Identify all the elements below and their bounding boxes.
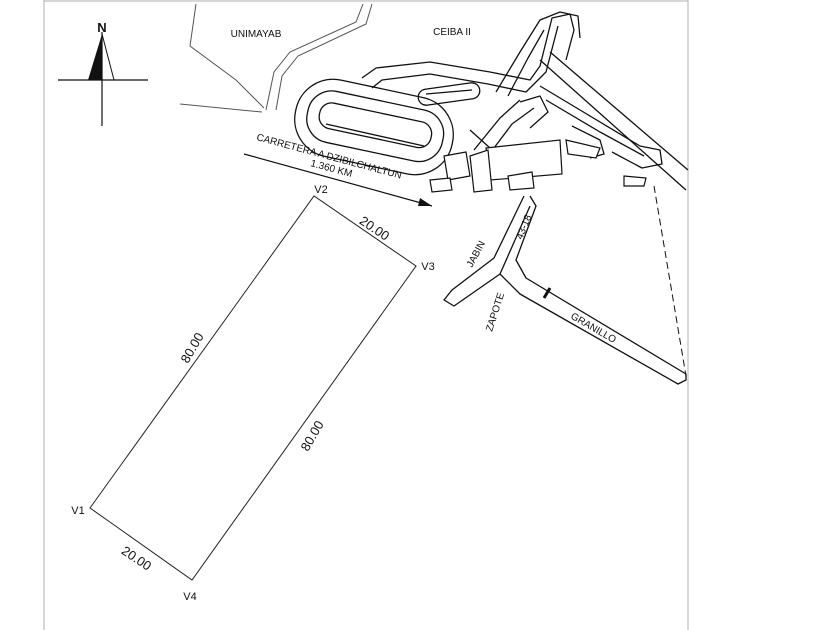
dimension-bottom: 20.00	[119, 543, 154, 574]
north-arrow-icon	[58, 32, 148, 126]
vertex-v3-label: V3	[421, 261, 434, 273]
vertex-v1-label: V1	[71, 505, 84, 517]
unimayab-parcel	[179, 3, 373, 113]
southern-streets	[443, 185, 687, 385]
unimayab-label: UNIMAYAB	[231, 29, 282, 40]
carretera-road	[243, 153, 433, 207]
entry-buildings	[429, 139, 647, 193]
north-label: N	[97, 20, 106, 35]
street-43-18-label: 43-18	[515, 213, 535, 241]
ceiba-subdivision-roads	[294, 11, 689, 191]
vertex-v4-label: V4	[183, 591, 196, 603]
lot-polygon	[89, 195, 417, 581]
ceiba-label: CEIBA II	[433, 27, 471, 38]
zapote-street-label: ZAPOTE	[484, 291, 507, 333]
dimension-right: 80.00	[297, 418, 326, 454]
dimension-top: 20.00	[357, 213, 392, 244]
vertex-v2-label: V2	[314, 184, 327, 196]
dimension-left: 80.00	[177, 330, 206, 366]
